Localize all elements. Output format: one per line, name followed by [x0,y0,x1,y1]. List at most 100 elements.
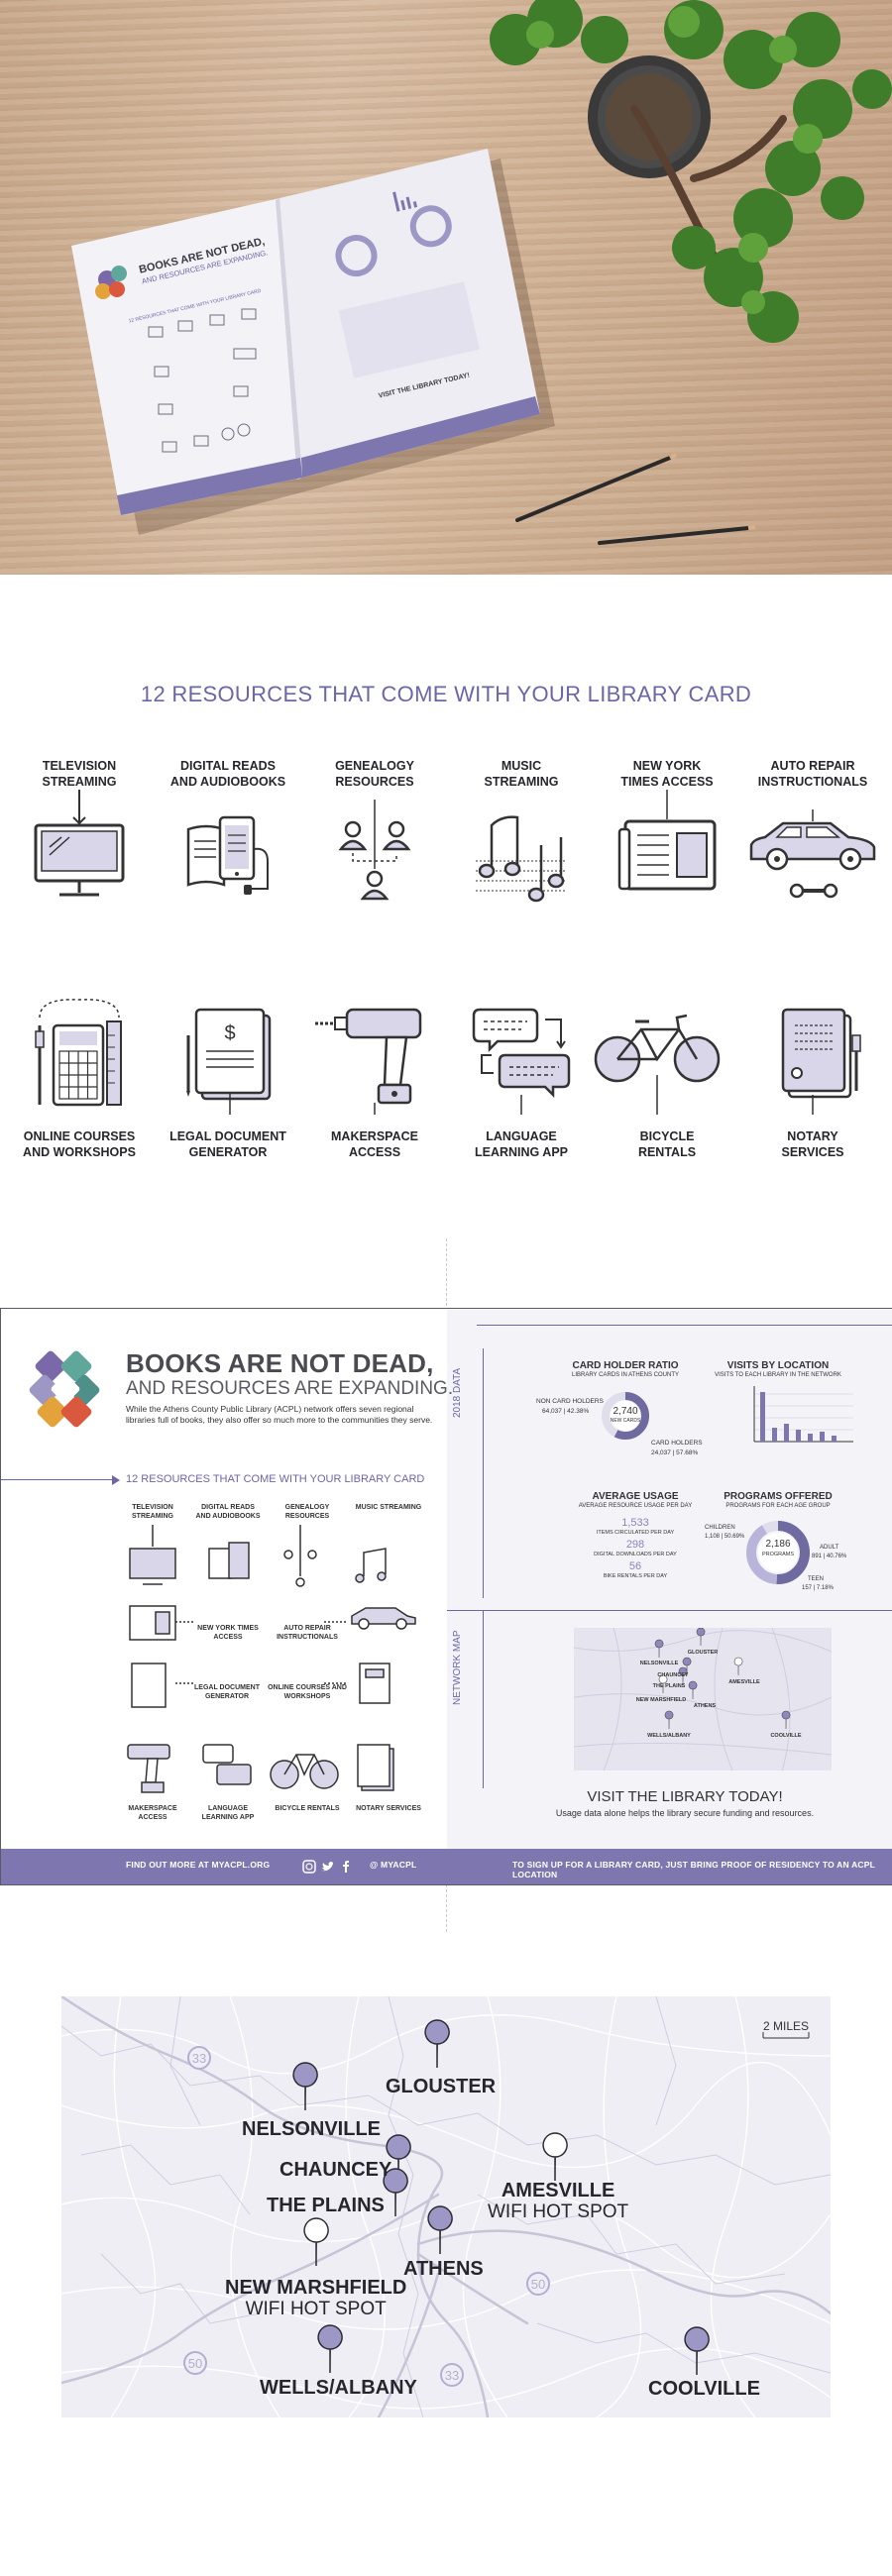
spread-section-title: 12 RESOURCES THAT COME WITH YOUR LIBRARY… [126,1473,425,1485]
mini-map-town-label: AMESVILLE [728,1679,760,1685]
mini-map-town-label: COOLVILLE [770,1733,801,1739]
pin-icon [383,2168,408,2217]
brochure-spread: BOOKS ARE NOT DEAD, AND RESOURCES ARE EX… [0,1308,892,1885]
holders-value: 24,037 | 57.68% [651,1449,699,1456]
route-marker: 33 [445,2368,459,2383]
mini-network-map: GLOUSTER NELSONVILLE CHAUNCEY THE PLAINS… [574,1628,832,1771]
mini-map-town-label: ATHENS [694,1703,717,1709]
pin-icon [292,2062,318,2111]
resource-online-courses: ONLINE COURSES AND WORKSHOPS [10,996,149,1160]
instagram-icon [302,1860,316,1874]
family-tree-icon [338,800,411,901]
arrow-icon [112,1475,120,1485]
resource-auto-repair: AUTO REPAIR INSTRUCTIONALS [743,758,882,909]
programs-subtitle: PROGRAMS FOR EACH AGE GROUP [725,1503,831,1509]
resource-notary: NOTARY SERVICES [743,996,882,1160]
spread-subtitle: AND RESOURCES ARE EXPANDING. [126,1378,454,1399]
resource-label: AUTO REPAIR INSTRUCTIONALS [757,759,868,789]
facebook-icon [343,1861,349,1873]
town-wells-albany: WELLS/ALBANY [260,2377,417,2399]
grid-label: DIGITAL READS AND AUDIOBOOKS [195,1504,261,1520]
social-icons [302,1860,349,1874]
resource-genealogy: GENEALOGY RESOURCES [305,758,444,909]
resource-nyt-access: NEW YORK TIMES ACCESS [598,758,736,909]
route-marker: 50 [531,2277,545,2292]
visits-title: VISITS BY LOCATION [726,1360,830,1371]
card-holder-center-label: NEW CARDS [610,1418,641,1424]
town-name: ATHENS [403,2258,484,2280]
resource-label: GENEALOGY RESOURCES [335,759,414,789]
card-holder-subtitle: LIBRARY CARDS IN ATHENS COUNTY [571,1372,680,1378]
footer-website[interactable]: FIND OUT MORE AT MYACPL.ORG [126,1860,271,1870]
children-label: CHILDREN [705,1525,735,1531]
mini-map-town-label: WELLS/ALBANY [647,1733,691,1739]
adult-value: 891 | 40.76% [812,1554,847,1559]
mini-map-town-label: CHAUNCEY [657,1672,689,1678]
teen-value: 157 | 7.18% [802,1585,834,1591]
usage-value: 56 [628,1560,642,1572]
resource-language-learning: LANGUAGE LEARNING APP [452,996,591,1160]
resource-television-streaming: TELEVISION STREAMING [10,758,149,909]
resource-label: LANGUAGE LEARNING APP [475,1129,568,1159]
grid-label: AUTO REPAIR INSTRUCTIONALS [277,1625,338,1641]
grid-label: NOTARY SERVICES [356,1805,421,1812]
data-rule [483,1348,484,1598]
non-holders-label: NON CARD HOLDERS [536,1398,604,1405]
usage-label: ITEMS CIRCULATED PER DAY [596,1530,675,1536]
resource-label: MAKERSPACE ACCESS [331,1129,418,1159]
card-holder-title: CARD HOLDER RATIO [572,1360,679,1371]
svg-text:$: $ [224,1022,235,1044]
calculator-ruler-icon [35,999,122,1107]
resource-label: DIGITAL READS AND AUDIOBOOKS [169,759,286,789]
map-label: NETWORK MAP [452,1630,463,1705]
cta-title: VISIT THE LIBRARY TODAY! [587,1788,783,1805]
programs-title: PROGRAMS OFFERED [724,1491,833,1502]
mini-map-town-label: NEW MARSHFIELD [636,1697,686,1703]
tv-icon [34,790,125,897]
mini-map-town-label: NELSONVILLE [640,1661,679,1666]
music-notes-icon [476,815,567,903]
town-amesville: AMESVILLE WIFI HOT SPOT [488,2180,628,2223]
route-marker: 33 [192,2051,206,2066]
town-sub: WIFI HOT SPOT [488,2201,629,2222]
footer-signup: TO SIGN UP FOR A LIBRARY CARD, JUST BRIN… [512,1860,875,1879]
grid-label: LANGUAGE LEARNING APP [201,1805,255,1821]
bicycle-icon [594,1014,721,1115]
pin-icon [303,2217,329,2267]
card-holder-donut [602,1392,649,1440]
grid-label: MUSIC STREAMING [355,1504,422,1511]
drill-icon [315,1008,422,1115]
town-nelsonville: NELSONVILLE [242,2118,381,2140]
town-name: THE PLAINS [267,2195,385,2216]
usage-value: 1,533 [621,1517,649,1529]
grid-label: TELEVISION STREAMING [132,1504,173,1520]
grid-label: ONLINE COURSES AND WORKSHOPS [268,1684,347,1700]
mini-icon-grid [127,1525,416,1793]
children-value: 1,108 | 50.69% [705,1534,745,1540]
network-map: 33 50 50 33 2 MILES GLOUSTER NELSONVILLE… [61,1996,831,2417]
grid-label: BICYCLE RENTALS [275,1805,340,1812]
non-holders-value: 64,037 | 42.38% [542,1408,590,1415]
usage-title: AVERAGE USAGE [592,1491,679,1502]
legal-document-icon: $ [186,1008,272,1115]
adult-label: ADULT [820,1545,839,1551]
resource-label: BICYCLE RENTALS [637,1129,697,1159]
map-background: 33 50 50 33 2 MILES [61,1996,831,2417]
programs-center-label: PROGRAMS [761,1552,795,1557]
section-rule [1,1479,112,1480]
footer-handle[interactable]: @ MYACPL [370,1860,417,1870]
brochure-mockup-photo: BOOKS ARE NOT DEAD, AND RESOURCES ARE EX… [0,0,892,575]
usage-subtitle: AVERAGE RESOURCE USAGE PER DAY [578,1503,693,1509]
resources-title: 12 RESOURCES THAT COME WITH YOUR LIBRARY… [140,682,752,706]
pin-icon [684,2326,710,2376]
map-scale: 2 MILES [763,2019,809,2033]
resource-label: LEGAL DOCUMENT GENERATOR [169,1129,286,1159]
town-name: NELSONVILLE [242,2118,382,2140]
resource-digital-reads: DIGITAL READS AND AUDIOBOOKS [159,758,297,909]
twitter-icon [322,1862,335,1872]
town-name: COOLVILLE [648,2378,760,2400]
town-new-marshfield: NEW MARSHFIELD WIFI HOT SPOT [225,2277,406,2320]
holders-label: CARD HOLDERS [651,1440,703,1447]
route-marker: 50 [188,2356,202,2371]
speech-bubbles-icon [472,1008,571,1115]
